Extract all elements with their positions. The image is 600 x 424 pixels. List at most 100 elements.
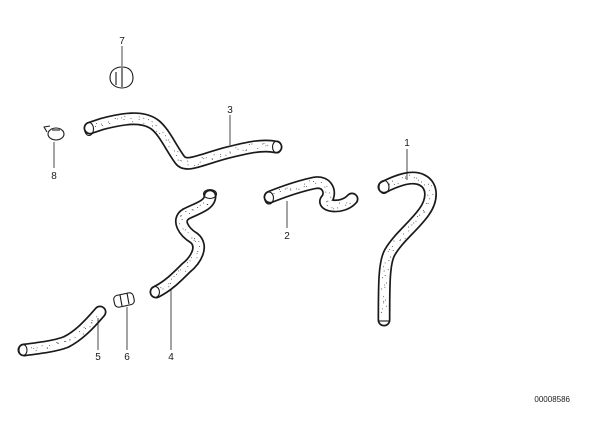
texture-dot [187, 232, 189, 234]
hose-part-5[interactable] [17, 305, 107, 357]
texture-dot [176, 273, 177, 275]
texture-dot [384, 284, 385, 286]
texture-dot [324, 186, 326, 188]
clamp-part-7[interactable] [109, 66, 134, 89]
texture-dot [181, 219, 183, 220]
hose-part-4[interactable] [149, 188, 218, 299]
texture-dot [389, 249, 390, 251]
texture-dot [64, 340, 65, 342]
hose-part-3[interactable] [83, 112, 283, 170]
texture-dot [225, 154, 227, 156]
texture-dot [284, 188, 286, 190]
texture-dot [185, 270, 187, 272]
texture-dot [229, 151, 231, 153]
texture-dot [74, 336, 76, 338]
texture-dot [177, 151, 179, 153]
texture-dot [155, 125, 157, 126]
texture-dot [156, 130, 158, 132]
texture-dot [404, 237, 406, 239]
texture-dot [290, 189, 292, 191]
texture-dot [306, 185, 308, 187]
texture-dot [331, 207, 333, 209]
texture-dot [394, 183, 396, 185]
texture-dot [257, 147, 259, 149]
texture-dot [422, 210, 424, 211]
texture-dot [95, 123, 97, 125]
texture-dot [89, 326, 91, 328]
texture-dot [151, 121, 153, 123]
texture-dot [383, 270, 385, 272]
texture-dot [409, 174, 411, 176]
texture-dot [388, 183, 390, 185]
texture-dot [349, 203, 351, 205]
texture-dot [296, 188, 297, 190]
texture-dot [245, 150, 247, 152]
texture-dot [181, 215, 183, 217]
texture-dot [138, 118, 140, 120]
texture-dot [201, 157, 203, 158]
texture-dot [279, 191, 281, 192]
texture-dot [165, 139, 167, 141]
texture-dot [313, 181, 314, 183]
texture-dot [196, 257, 198, 259]
texture-dot [90, 322, 92, 324]
leader-lines [53, 46, 408, 350]
texture-dot [385, 299, 387, 301]
texture-dot [246, 149, 247, 151]
texture-dot [85, 328, 86, 329]
texture-dot [417, 179, 419, 181]
texture-dot [160, 287, 162, 289]
texture-dot [413, 177, 415, 179]
texture-dot [384, 275, 386, 276]
texture-dot [114, 118, 116, 120]
texture-dot [424, 211, 426, 213]
texture-dot [381, 288, 383, 290]
texture-dot [383, 266, 385, 268]
texture-dot [57, 342, 59, 344]
texture-dot [41, 345, 43, 347]
hose-texture [31, 115, 434, 352]
texture-dot [36, 347, 38, 349]
clamp-part-8[interactable] [43, 125, 65, 141]
texture-dot [381, 277, 383, 279]
texture-dot [392, 180, 394, 182]
texture-dot [430, 185, 432, 187]
texture-dot [57, 342, 59, 344]
texture-dot [96, 316, 98, 318]
texture-dot [124, 115, 126, 117]
texture-dot [198, 246, 200, 248]
hose-part-1[interactable] [377, 171, 437, 327]
texture-dot [171, 278, 172, 280]
texture-dot [193, 239, 195, 241]
texture-dot [207, 204, 209, 205]
texture-dot [100, 123, 102, 125]
callout-2: 2 [284, 231, 290, 242]
texture-dot [425, 202, 427, 204]
connector-part-6[interactable] [113, 292, 135, 308]
texture-dot [35, 350, 37, 352]
texture-dot [199, 204, 201, 206]
texture-dot [177, 270, 179, 272]
texture-dot [405, 176, 406, 178]
texture-dot [388, 260, 390, 262]
texture-dot [203, 202, 204, 204]
texture-dot [175, 154, 177, 156]
texture-dot [132, 121, 134, 123]
texture-dot [408, 230, 410, 232]
texture-dot [220, 156, 222, 158]
callout-8: 8 [51, 171, 57, 182]
texture-dot [229, 152, 231, 154]
texture-dot [69, 339, 71, 341]
callout-6: 6 [124, 352, 130, 363]
texture-dot [267, 144, 269, 146]
hose-part-2[interactable] [263, 176, 359, 213]
texture-dot [432, 193, 434, 195]
texture-dot [196, 252, 198, 254]
texture-dot [408, 226, 410, 228]
texture-dot [180, 215, 181, 217]
callout-3: 3 [227, 105, 233, 116]
texture-dot [159, 133, 161, 134]
texture-dot [421, 181, 422, 183]
texture-dot [273, 193, 275, 195]
texture-dot [390, 256, 392, 258]
